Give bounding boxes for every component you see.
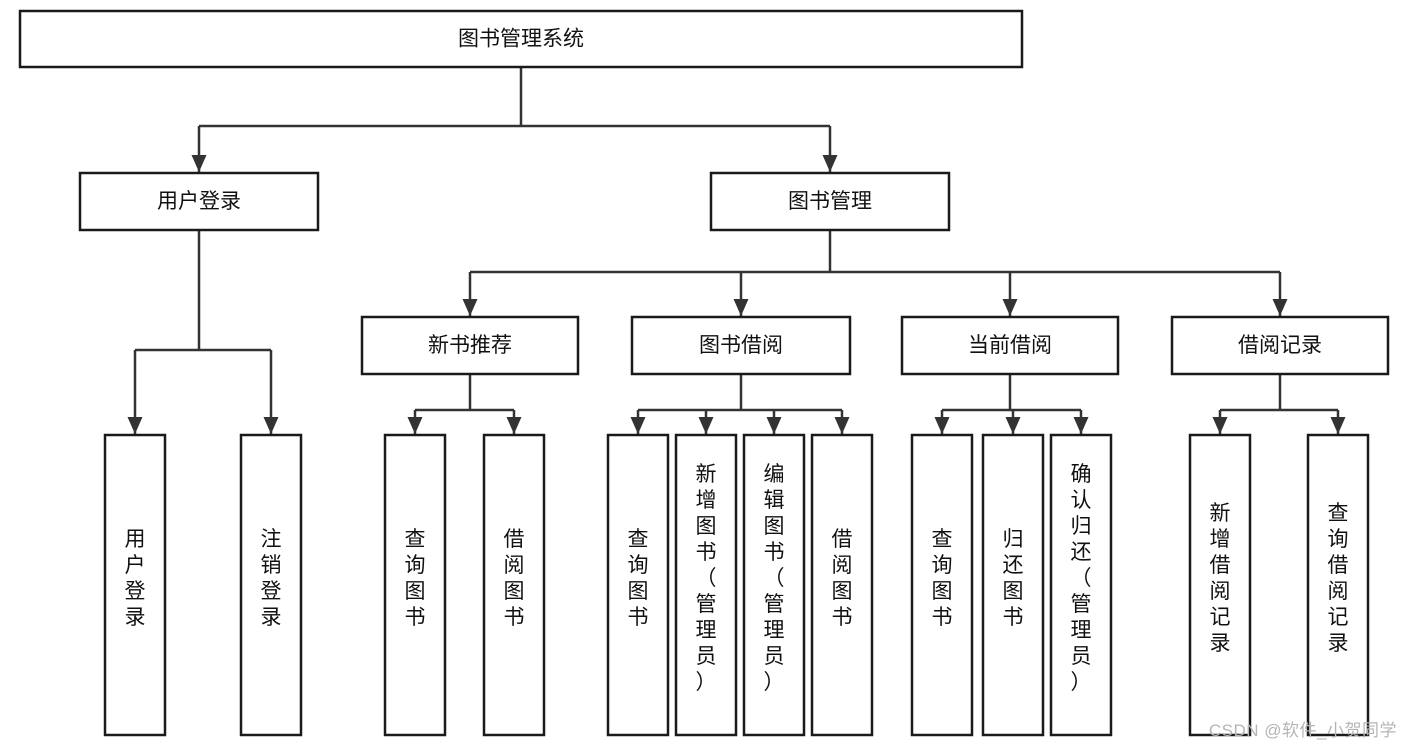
node-leaf-12-node-查询借阅记录[interactable]: 查询借阅记录 (1306, 433, 1370, 737)
node-leaf-4-node-查询图书-box[interactable] (606, 433, 670, 737)
node-level2-2-node-当前借阅-box[interactable] (900, 315, 1120, 376)
node-root-system[interactable]: 图书管理系统 (18, 9, 1024, 69)
node-leaf-1-node-注销登录-box[interactable] (239, 433, 303, 737)
node-leaf-9-node-归还图书-box[interactable] (981, 433, 1045, 737)
node-leaf-2-node-查询图书[interactable]: 查询图书 (383, 433, 447, 737)
node-leaf-8-node-查询图书[interactable]: 查询图书 (910, 433, 974, 737)
node-leaf-11-node-新增借阅记录-label: 新增借阅记录 (1210, 502, 1231, 655)
node-level1-1-node-图书管理-label: 图书管理 (788, 190, 872, 213)
arrow-node-当前借阅-leaf-2 (1073, 417, 1089, 434)
connectors-layer (127, 67, 1346, 434)
node-level2-3-node-借阅记录-label: 借阅记录 (1238, 334, 1322, 357)
arrow-level2-3 (1272, 299, 1288, 316)
node-root-system-label: 图书管理系统 (458, 28, 584, 51)
arrow-node-新书推荐-leaf-1 (506, 417, 522, 434)
node-leaf-10-node-确认归还管理员[interactable]: 确认归还（管理员） (1049, 433, 1113, 737)
node-level1-0-node-用户登录-label: 用户登录 (157, 190, 241, 213)
node-level2-3-node-借阅记录[interactable]: 借阅记录 (1170, 315, 1390, 376)
node-leaf-11-node-新增借阅记录-box[interactable] (1188, 433, 1252, 737)
node-leaf-1-node-注销登录-label: 注销登录 (261, 528, 282, 629)
node-leaf-11-node-新增借阅记录[interactable]: 新增借阅记录 (1188, 433, 1252, 737)
node-leaf-12-node-查询借阅记录-label: 查询借阅记录 (1328, 502, 1349, 655)
arrow-level1-1 (822, 155, 838, 172)
node-leaf-0-node-用户登录[interactable]: 用户登录 (103, 433, 167, 737)
node-level2-0-node-新书推荐-label: 新书推荐 (428, 334, 512, 357)
node-leaf-8-node-查询图书-label: 查询图书 (932, 528, 953, 629)
arrow-node-借阅记录-leaf-0 (1212, 417, 1228, 434)
node-leaf-8-node-查询图书-box[interactable] (910, 433, 974, 737)
node-level2-2-node-当前借阅-label: 当前借阅 (968, 334, 1052, 357)
arrow-node-借阅记录-leaf-1 (1330, 417, 1346, 434)
node-root-system-box[interactable] (18, 9, 1024, 69)
arrow-node-图书借阅-leaf-3 (834, 417, 850, 434)
node-leaf-0-node-用户登录-box[interactable] (103, 433, 167, 737)
node-leaf-3-node-借阅图书-label: 借阅图书 (504, 528, 525, 629)
node-leaf-7-node-借阅图书-label: 借阅图书 (832, 528, 853, 629)
node-leaf-2-node-查询图书-box[interactable] (383, 433, 447, 737)
arrow-level2-0 (462, 299, 478, 316)
node-level2-1-node-图书借阅-box[interactable] (630, 315, 852, 376)
node-level2-3-node-借阅记录-box[interactable] (1170, 315, 1390, 376)
arrow-node-当前借阅-leaf-0 (934, 417, 950, 434)
node-level1-1-node-图书管理[interactable]: 图书管理 (709, 171, 951, 232)
arrow-node-用户登录-leaf-0 (127, 417, 143, 434)
node-level1-0-node-用户登录-box[interactable] (78, 171, 320, 232)
arrow-node-图书借阅-leaf-2 (766, 417, 782, 434)
arrow-node-图书借阅-leaf-1 (698, 417, 714, 434)
node-level2-0-node-新书推荐[interactable]: 新书推荐 (360, 315, 580, 376)
node-level2-0-node-新书推荐-box[interactable] (360, 315, 580, 376)
watermark-text: CSDN @软件_小贺同学 (1208, 721, 1397, 740)
node-leaf-3-node-借阅图书[interactable]: 借阅图书 (482, 433, 546, 737)
node-leaf-1-node-注销登录[interactable]: 注销登录 (239, 433, 303, 737)
arrow-node-用户登录-leaf-1 (263, 417, 279, 434)
node-level2-1-node-图书借阅-label: 图书借阅 (699, 334, 783, 357)
node-leaf-7-node-借阅图书-box[interactable] (810, 433, 874, 737)
node-level1-0-node-用户登录[interactable]: 用户登录 (78, 171, 320, 232)
node-leaf-6-node-编辑图书管理员[interactable]: 编辑图书（管理员） (742, 433, 806, 737)
node-level2-2-node-当前借阅[interactable]: 当前借阅 (900, 315, 1120, 376)
arrow-node-当前借阅-leaf-1 (1005, 417, 1021, 434)
node-leaf-4-node-查询图书[interactable]: 查询图书 (606, 433, 670, 737)
node-leaf-5-node-新增图书管理员-label: 新增图书（管理员） (696, 463, 717, 694)
arrow-level2-2 (1002, 299, 1018, 316)
node-leaf-5-node-新增图书管理员[interactable]: 新增图书（管理员） (674, 433, 738, 737)
node-leaf-3-node-借阅图书-box[interactable] (482, 433, 546, 737)
node-leaf-4-node-查询图书-label: 查询图书 (628, 528, 649, 629)
arrow-level2-1 (733, 299, 749, 316)
node-leaf-6-node-编辑图书管理员-box[interactable] (742, 433, 806, 737)
node-leaf-2-node-查询图书-label: 查询图书 (405, 528, 426, 629)
node-level1-1-node-图书管理-box[interactable] (709, 171, 951, 232)
arrow-level1-0 (191, 155, 207, 172)
nodes-layer: 图书管理系统用户登录图书管理新书推荐图书借阅当前借阅借阅记录用户登录注销登录查询… (18, 9, 1390, 737)
node-leaf-0-node-用户登录-label: 用户登录 (125, 528, 146, 629)
node-leaf-5-node-新增图书管理员-box[interactable] (674, 433, 738, 737)
node-leaf-10-node-确认归还管理员-label: 确认归还（管理员） (1071, 463, 1092, 694)
node-leaf-9-node-归还图书[interactable]: 归还图书 (981, 433, 1045, 737)
arrow-node-新书推荐-leaf-0 (407, 417, 423, 434)
node-leaf-9-node-归还图书-label: 归还图书 (1003, 528, 1024, 629)
node-level2-1-node-图书借阅[interactable]: 图书借阅 (630, 315, 852, 376)
node-leaf-12-node-查询借阅记录-box[interactable] (1306, 433, 1370, 737)
arrow-node-图书借阅-leaf-0 (630, 417, 646, 434)
node-leaf-6-node-编辑图书管理员-label: 编辑图书（管理员） (764, 463, 785, 694)
node-leaf-7-node-借阅图书[interactable]: 借阅图书 (810, 433, 874, 737)
node-leaf-10-node-确认归还管理员-box[interactable] (1049, 433, 1113, 737)
